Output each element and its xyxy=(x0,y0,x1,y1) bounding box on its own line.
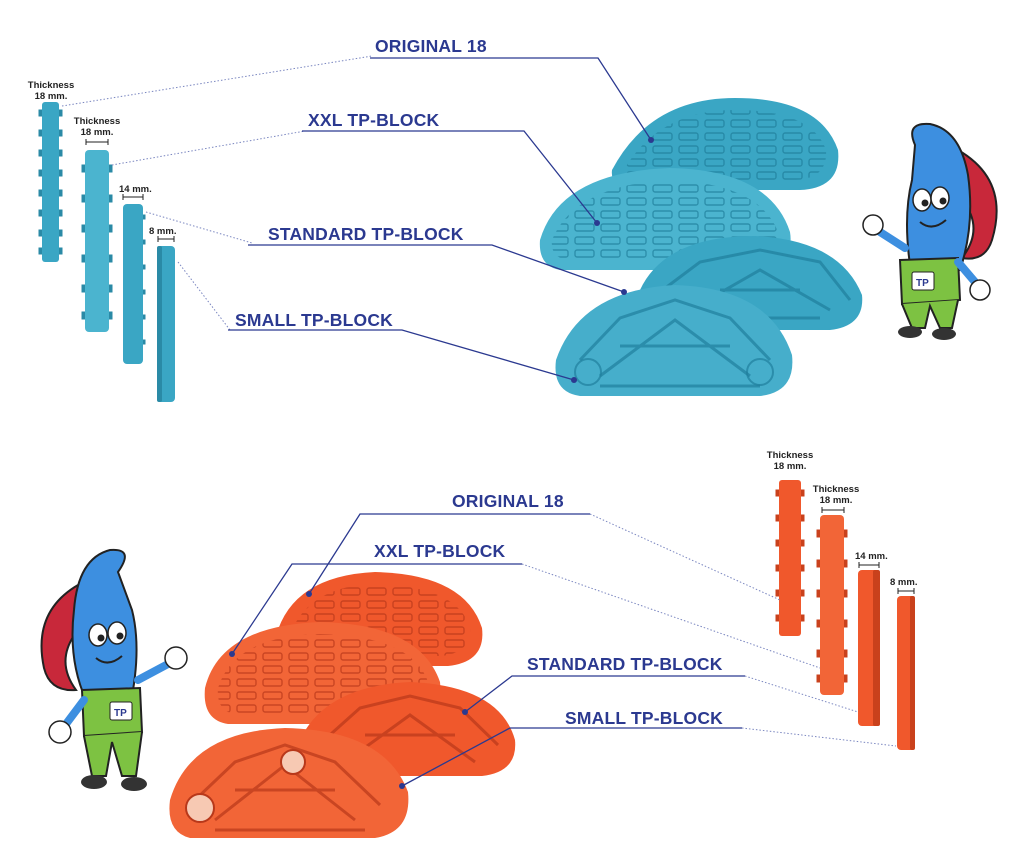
blue-dotted-leaders xyxy=(61,55,373,331)
orange-label-standard-tp-block: STANDARD TP-BLOCK xyxy=(527,654,723,674)
blue-label-xxl-tp-block: XXL TP-BLOCK xyxy=(308,110,440,130)
blue-thickness-a: Thickness 18 mm. xyxy=(24,80,78,102)
orange-thickness-b-value: 18 mm. xyxy=(819,495,853,506)
blue-strip-original-18 xyxy=(38,102,63,262)
blue-thickness-b-value: 18 mm. xyxy=(80,127,114,138)
orange-block-small xyxy=(169,728,409,838)
orange-label-small-tp-block: SMALL TP-BLOCK xyxy=(565,708,724,728)
mascot-right xyxy=(862,122,998,340)
blue-thickness-b: Thickness 18 mm. xyxy=(70,116,124,138)
orange-thickness-b: Thickness 18 mm. xyxy=(808,484,864,506)
blue-block-small xyxy=(555,285,793,396)
orange-strip-original-18 xyxy=(775,480,805,636)
blue-label-original-18: ORIGINAL 18 xyxy=(375,36,487,56)
blue-thickness-d-value: 8 mm. xyxy=(149,226,177,237)
orange-label-original-18: ORIGINAL 18 xyxy=(452,491,564,511)
blue-thickness-brackets xyxy=(85,139,175,242)
orange-strip-xxl xyxy=(816,515,848,695)
orange-thickness-d-value: 8 mm. xyxy=(890,577,918,588)
blue-block-original-18 xyxy=(611,98,839,190)
orange-thickness-a: Thickness 18 mm. xyxy=(762,450,818,472)
blue-section-graphics: TP xyxy=(38,55,998,402)
blue-label-standard-tp-block: STANDARD TP-BLOCK xyxy=(268,224,464,244)
blue-thickness-b-word: Thickness xyxy=(73,116,121,127)
orange-leader-dots xyxy=(229,591,468,789)
blue-strip-xxl xyxy=(81,150,113,332)
blue-leader-dots xyxy=(571,137,654,383)
blue-thickness-a-value: 18 mm. xyxy=(34,91,68,102)
orange-thickness-c-value: 14 mm. xyxy=(855,551,888,562)
orange-strip-standard xyxy=(858,570,880,726)
orange-thickness-a-word: Thickness xyxy=(766,450,814,461)
orange-section-graphics: TP xyxy=(40,480,915,838)
blue-strip-small xyxy=(157,246,175,402)
orange-label-leaders xyxy=(231,513,745,787)
mascot-left xyxy=(40,548,188,791)
orange-thickness-brackets xyxy=(821,507,915,594)
orange-dotted-leaders xyxy=(521,513,897,747)
blue-strip-standard xyxy=(123,204,146,364)
mascot-right-logo: TP xyxy=(916,278,929,289)
orange-thickness-a-value: 18 mm. xyxy=(773,461,807,472)
blue-label-leaders xyxy=(228,57,652,381)
blue-thickness-c-value: 14 mm. xyxy=(119,184,152,195)
blue-label-small-tp-block: SMALL TP-BLOCK xyxy=(235,310,394,330)
orange-strip-small xyxy=(897,596,915,750)
mascot-left-logo: TP xyxy=(114,708,127,719)
blue-thickness-a-word: Thickness xyxy=(27,80,75,91)
orange-thickness-b-word: Thickness xyxy=(812,484,860,495)
orange-label-xxl-tp-block: XXL TP-BLOCK xyxy=(374,541,506,561)
